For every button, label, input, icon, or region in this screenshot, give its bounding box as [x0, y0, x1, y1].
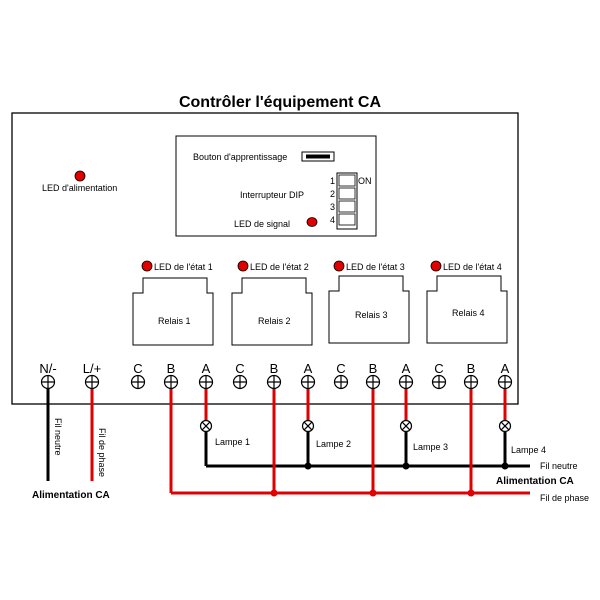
terminal-screw-icon — [365, 374, 381, 390]
terminal-screw-icon — [40, 374, 56, 390]
terminal-label-b2: B — [270, 361, 279, 376]
terminal-screws — [40, 374, 513, 390]
terminal-screw-icon — [266, 374, 282, 390]
terminal-screw-icon — [198, 374, 214, 390]
dip-number-1: 1 — [330, 176, 335, 186]
phase-wire-vertical-label: Fil de phase — [97, 428, 107, 477]
lamp-1-label: Lampe 1 — [215, 437, 250, 447]
status-led-4-icon — [430, 260, 442, 272]
relay-3-label: Relais 3 — [355, 310, 388, 320]
lamp-3-icon — [399, 419, 413, 433]
terminal-label-c4: C — [434, 361, 443, 376]
lamp-3-label: Lampe 3 — [413, 442, 448, 452]
power-led-icon — [74, 170, 86, 182]
dip-on-label: ON — [358, 176, 372, 186]
relay-4-label: Relais 4 — [452, 308, 485, 318]
terminal-screw-icon — [84, 374, 100, 390]
lamps — [199, 419, 512, 433]
right-neutral-label: Fil neutre — [540, 461, 578, 471]
terminal-screw-icon — [163, 374, 179, 390]
relay-4-body — [426, 275, 508, 344]
dip-number-4: 4 — [330, 215, 335, 225]
controller-box — [11, 112, 519, 405]
terminal-label-a2: A — [304, 361, 313, 376]
dip-switch-label: Interrupteur DIP — [240, 190, 304, 200]
relay-3-body — [328, 275, 410, 344]
terminal-label-c1: C — [133, 361, 142, 376]
status-led-1-icon — [141, 260, 153, 272]
learn-button-icon[interactable] — [301, 151, 335, 162]
power-supply-label: Alimentation CA — [32, 490, 110, 501]
terminal-label-c2: C — [235, 361, 244, 376]
lamp-2-label: Lampe 2 — [316, 439, 351, 449]
terminal-label-n: N/- — [39, 361, 56, 376]
dip-switch-icon[interactable] — [336, 172, 358, 230]
terminal-label-b1: B — [167, 361, 176, 376]
phase-wire-junctions — [270, 489, 475, 497]
lamp-1-icon — [199, 419, 213, 433]
signal-led-label: LED de signal — [234, 219, 290, 229]
relay-2-body — [231, 277, 313, 346]
dip-number-3: 3 — [330, 202, 335, 212]
terminal-label-b4: B — [467, 361, 476, 376]
diagram-title: Contrôler l'équipement CA — [179, 94, 381, 111]
neutral-wire-vertical-label: Fil neutre — [53, 418, 63, 456]
relay-1-body — [132, 277, 214, 346]
status-led-2-label: LED de l'état 2 — [250, 262, 309, 272]
signal-led-icon — [306, 217, 318, 227]
neutral-wire — [46, 388, 530, 481]
terminal-screw-icon — [398, 374, 414, 390]
status-led-3-icon — [333, 260, 345, 272]
terminal-label-c3: C — [336, 361, 345, 376]
terminal-screw-icon — [333, 374, 349, 390]
terminal-screw-icon — [130, 374, 146, 390]
terminal-screw-icon — [497, 374, 513, 390]
terminal-screw-icon — [300, 374, 316, 390]
dip-number-2: 2 — [330, 189, 335, 199]
lamp-4-icon — [498, 419, 512, 433]
relay-1-label: Relais 1 — [158, 316, 191, 326]
terminal-screw-icon — [463, 374, 479, 390]
terminal-screw-icon — [232, 374, 248, 390]
right-power-label: Alimentation CA — [496, 476, 574, 487]
right-phase-label: Fil de phase — [540, 493, 589, 503]
terminal-label-a4: A — [501, 361, 510, 376]
terminal-screw-icon — [431, 374, 447, 390]
power-led-label: LED d'alimentation — [42, 183, 117, 193]
status-led-2-icon — [237, 260, 249, 272]
neutral-wire-junctions — [304, 462, 509, 470]
relay-2-label: Relais 2 — [258, 316, 291, 326]
terminal-label-a3: A — [402, 361, 411, 376]
status-led-1-label: LED de l'état 1 — [154, 262, 213, 272]
status-led-3-label: LED de l'état 3 — [346, 262, 405, 272]
lamp-4-label: Lampe 4 — [511, 445, 546, 455]
lamp-2-icon — [301, 419, 315, 433]
terminal-label-l: L/+ — [83, 361, 101, 376]
control-panel-box — [175, 135, 377, 237]
status-led-4-label: LED de l'état 4 — [443, 262, 502, 272]
terminal-label-a1: A — [202, 361, 211, 376]
terminal-label-b3: B — [369, 361, 378, 376]
learn-button-label: Bouton d'apprentissage — [193, 152, 287, 162]
